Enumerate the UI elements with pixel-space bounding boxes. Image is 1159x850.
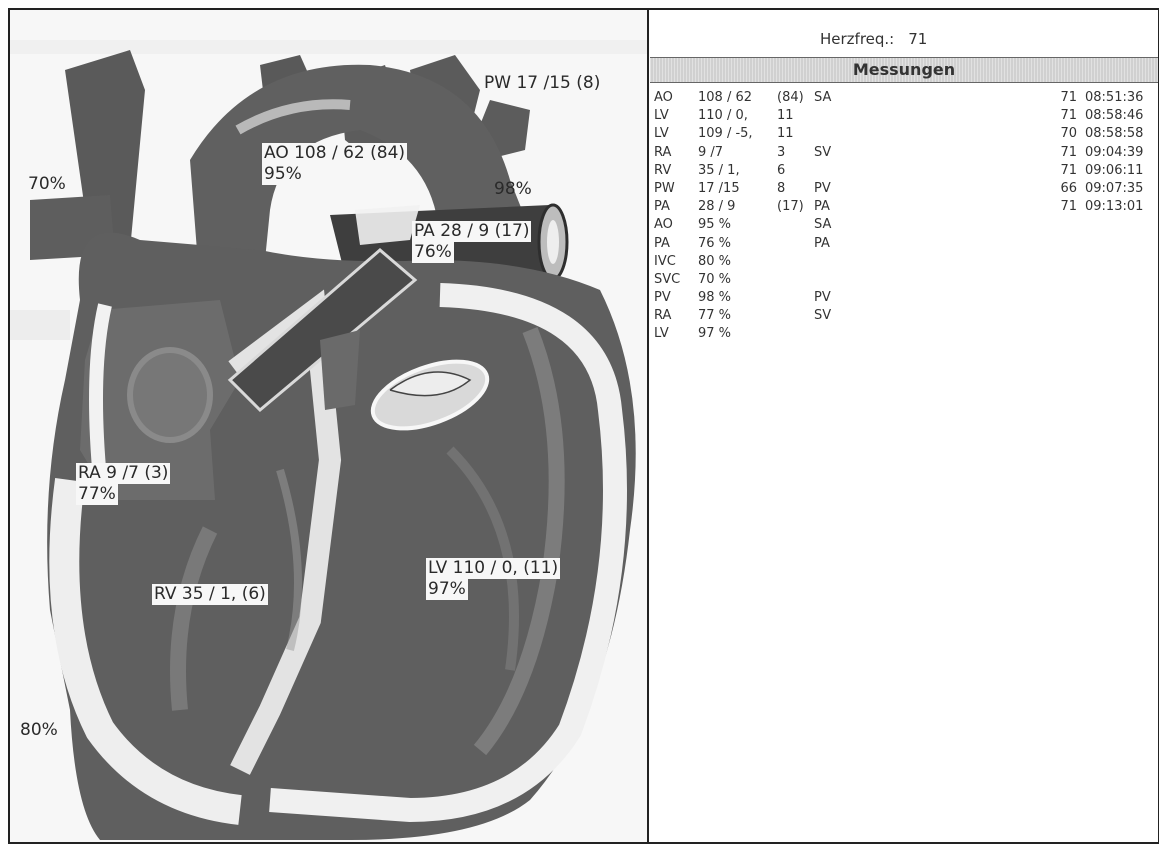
measurement-site: LV [654,126,669,141]
measurement-row: AO 108 / 62 (84) SA 71 08:51:36 [650,90,1158,108]
measurement-reference: SV [814,145,831,160]
measurement-site: RA [654,145,671,160]
measurement-heart-rate: 71 [1030,199,1077,214]
measurement-mean: 11 [777,108,794,123]
measurement-row: SVC 70 % [650,272,1158,290]
measurement-row: PA 76 % PA [650,236,1158,254]
measurement-site: RA [654,308,671,323]
lv-label: LV 110 / 0, (11) 97% [426,558,560,600]
measurement-value: 77 % [698,308,731,323]
ao-pressure: AO 108 / 62 (84) [262,143,407,164]
measurement-time: 08:58:46 [1085,108,1143,123]
measurement-row: RV 35 / 1, 6 71 09:06:11 [650,163,1158,181]
measurements-panel: Herzfreq.: 71 Messungen AO 108 / 62 (84) SA 7… [650,10,1158,842]
measurement-time: 09:13:01 [1085,199,1143,214]
measurement-site: IVC [654,254,676,269]
measurement-mean: (17) [777,199,804,214]
pa-saturation: 76% [412,242,454,263]
measurement-site: RV [654,163,671,178]
measurement-time: 09:07:35 [1085,181,1143,196]
measurement-site: PV [654,290,671,305]
measurement-row: PA 28 / 9 (17) PA 71 09:13:01 [650,199,1158,217]
measurement-row: PW 17 /15 8 PV 66 09:07:35 [650,181,1158,199]
panel-divider [647,10,649,842]
measurement-reference: PA [814,236,830,251]
measurement-row: RA 9 /7 3 SV 71 09:04:39 [650,145,1158,163]
measurement-reference: SA [814,217,831,232]
measurement-heart-rate: 70 [1030,126,1077,141]
measurement-reference: SV [814,308,831,323]
measurement-value: 98 % [698,290,731,305]
rv-label: RV 35 / 1, (6) [152,584,268,605]
measurement-site: SVC [654,272,680,287]
lv-saturation: 97% [426,579,468,600]
measurement-time: 08:58:58 [1085,126,1143,141]
measurement-mean: (84) [777,90,804,105]
ra-label: RA 9 /7 (3) 77% [76,463,170,505]
pv-saturation: 98% [494,179,532,199]
measurement-row: LV 110 / 0, 11 71 08:58:46 [650,108,1158,126]
measurement-value: 108 / 62 [698,90,752,105]
measurement-mean: 11 [777,126,794,141]
measurement-heart-rate: 71 [1030,90,1077,105]
ao-label: AO 108 / 62 (84) 95% [262,143,407,185]
ra-pressure: RA 9 /7 (3) [76,463,170,484]
ivc-saturation: 80% [20,720,58,740]
measurement-value: 35 / 1, [698,163,740,178]
measurement-mean: 8 [777,181,785,196]
measurement-site: PA [654,236,670,251]
measurement-reference: PV [814,181,831,196]
measurement-heart-rate: 71 [1030,163,1077,178]
measurement-value: 109 / -5, [698,126,753,141]
svc-saturation: 70% [28,174,66,194]
measurement-value: 76 % [698,236,731,251]
measurement-reference: PA [814,199,830,214]
measurement-reference: SA [814,90,831,105]
measurement-value: 17 /15 [698,181,740,196]
heart-diagram-panel: 70% 80% 98% PW 17 /15 (8) AO 108 / 62 (8… [10,10,647,842]
measurement-site: AO [654,90,673,105]
measurement-value: 110 / 0, [698,108,748,123]
measurement-value: 97 % [698,326,731,341]
measurement-value: 70 % [698,272,731,287]
heart-diagram [10,10,647,842]
ra-saturation: 77% [76,484,118,505]
pw-label: PW 17 /15 (8) [484,73,600,94]
measurement-value: 80 % [698,254,731,269]
measurement-time: 09:06:11 [1085,163,1143,178]
measurement-heart-rate: 66 [1030,181,1077,196]
measurement-site: AO [654,217,673,232]
measurement-site: PW [654,181,675,196]
measurement-heart-rate: 71 [1030,145,1077,160]
ao-saturation: 95% [262,164,304,185]
measurement-reference: PV [814,290,831,305]
measurement-site: LV [654,326,669,341]
heart-rate-label: Herzfreq.: [820,30,894,48]
measurement-mean: 6 [777,163,785,178]
measurement-row: LV 109 / -5, 11 70 08:58:58 [650,126,1158,144]
measurement-row: PV 98 % PV [650,290,1158,308]
measurement-site: LV [654,108,669,123]
measurements-header: Messungen [650,57,1158,83]
lv-pressure: LV 110 / 0, (11) [426,558,560,579]
measurement-heart-rate: 71 [1030,108,1077,123]
measurement-row: RA 77 % SV [650,308,1158,326]
heart-rate-display: Herzfreq.: 71 [820,30,927,48]
rv-pressure: RV 35 / 1, (6) [152,584,268,605]
measurement-value: 28 / 9 [698,199,735,214]
pa-label: PA 28 / 9 (17) 76% [412,221,531,263]
measurement-site: PA [654,199,670,214]
measurement-time: 08:51:36 [1085,90,1143,105]
pa-pressure: PA 28 / 9 (17) [412,221,531,242]
measurement-row: AO 95 % SA [650,217,1158,235]
measurement-mean: 3 [777,145,785,160]
measurement-row: IVC 80 % [650,254,1158,272]
measurement-time: 09:04:39 [1085,145,1143,160]
measurement-value: 95 % [698,217,731,232]
heart-rate-value: 71 [908,30,927,48]
measurement-value: 9 /7 [698,145,723,160]
measurement-row: LV 97 % [650,326,1158,344]
